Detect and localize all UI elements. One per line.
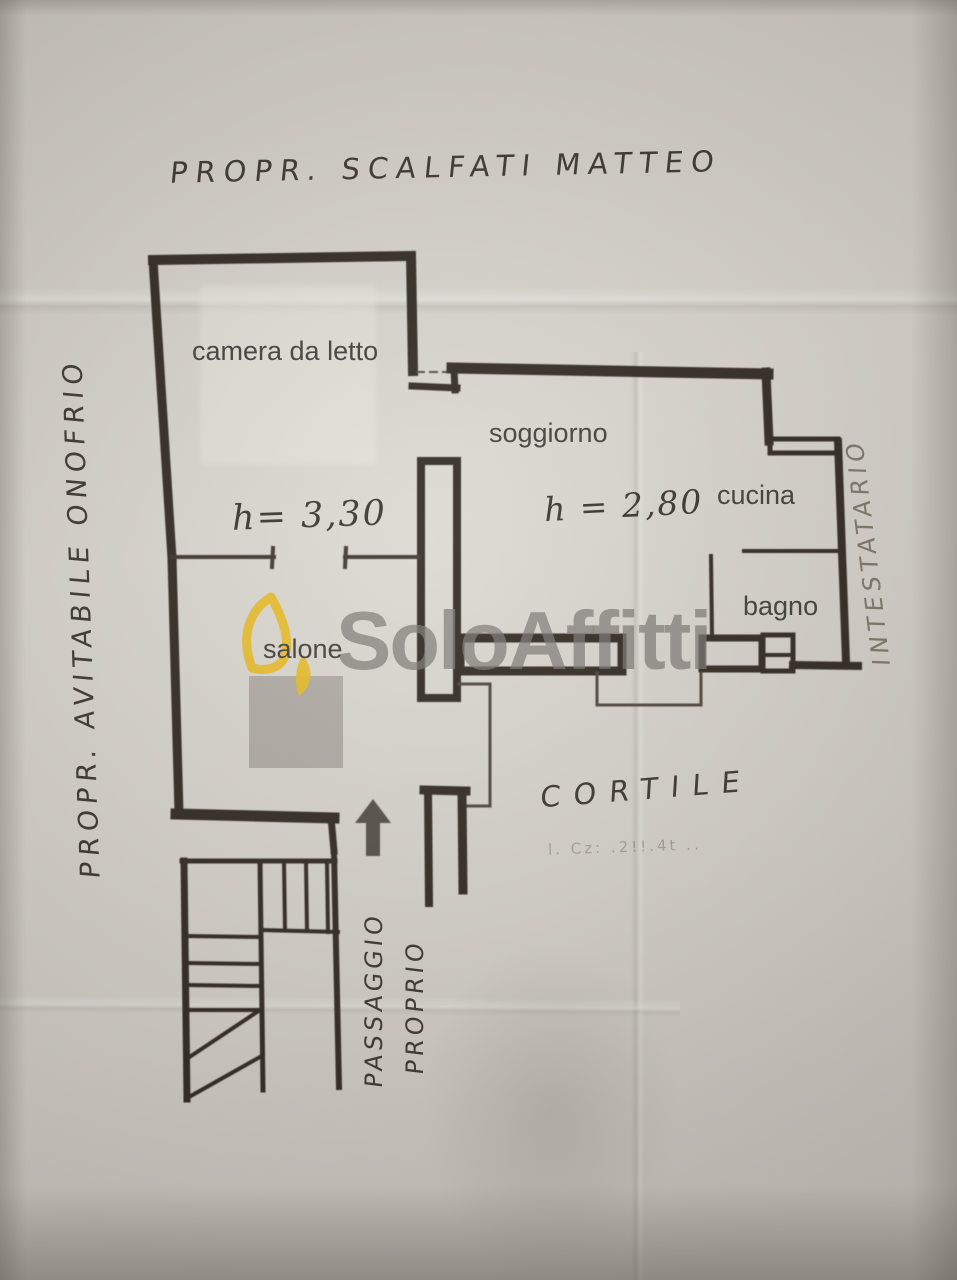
passaggio-label-line1: PASSAGGIO — [360, 910, 388, 1090]
paper-edge-shadow-right — [911, 0, 957, 1280]
watermark-text: SoloAffitti — [336, 594, 712, 687]
room-label-soggiorno: soggiorno — [489, 418, 608, 448]
paper-crease-vertical — [631, 352, 645, 1280]
staircase — [179, 848, 343, 1103]
height-annotation-camera: h= 3,30 — [231, 493, 388, 539]
room-label-cucina: cucina — [717, 480, 796, 510]
entrance-arrow-icon — [355, 799, 391, 856]
room-label-camera-da-letto: camera da letto — [192, 336, 379, 366]
walls — [147, 250, 863, 1103]
paper-edge-shadow-left — [0, 0, 26, 1280]
room-label-salone: salone — [263, 634, 343, 664]
room-label-bagno: bagno — [743, 591, 819, 621]
dimension-line — [170, 545, 421, 570]
pilaster — [417, 457, 461, 702]
passaggio-label-line2: PROPRIO — [401, 937, 429, 1077]
label-highlight-patch — [200, 285, 376, 465]
paper-shadow-blob — [420, 940, 680, 1280]
height-annotation-soggiorno: h = 2,80 — [543, 481, 705, 530]
paper-edge-shadow-top — [0, 0, 957, 16]
paper-edge-shadow-bottom — [0, 1185, 957, 1280]
watermark-square — [249, 676, 343, 768]
